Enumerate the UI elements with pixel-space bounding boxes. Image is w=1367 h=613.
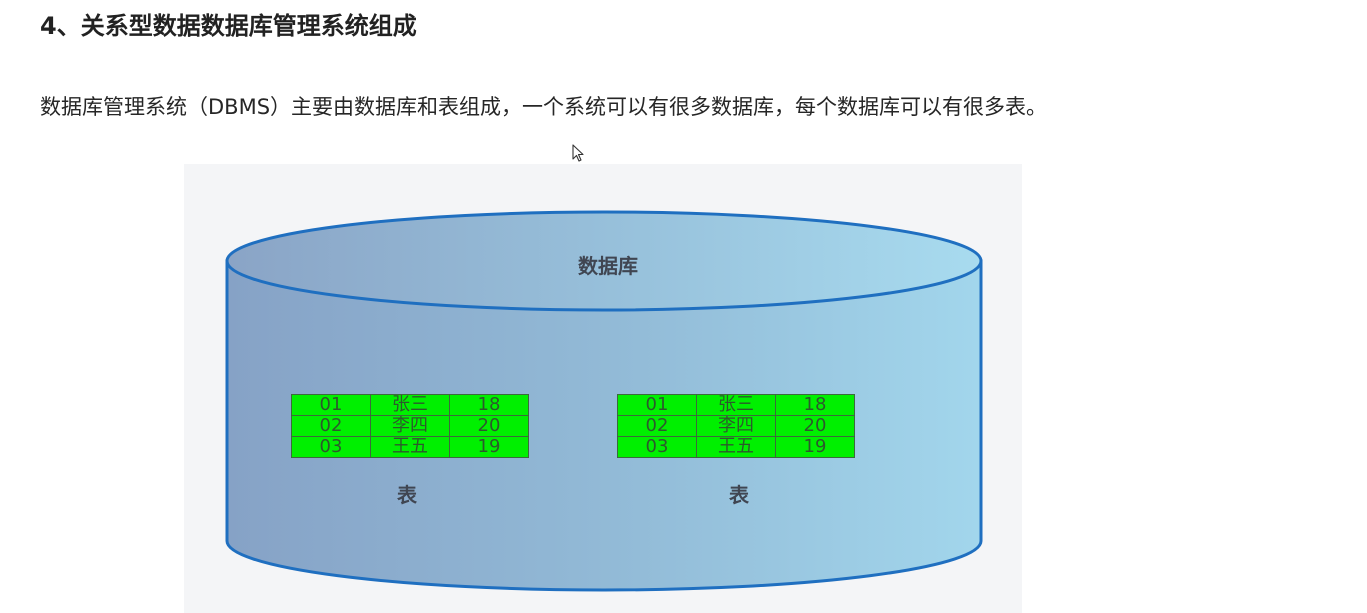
- table-row: 03 王五 19: [291, 436, 529, 458]
- table-cell: 李四: [370, 415, 450, 437]
- table-cell: 张三: [370, 394, 450, 416]
- table-cell: 03: [617, 436, 697, 458]
- cylinder-top: [225, 210, 983, 312]
- database-diagram: 数据库 01 张三 18 02 李四 20 03 王五 19 01 张三 18 …: [184, 164, 1022, 613]
- table-cell: 20: [449, 415, 529, 437]
- table-cell: 张三: [696, 394, 776, 416]
- database-label: 数据库: [578, 254, 638, 278]
- data-table-1: 01 张三 18 02 李四 20 03 王五 19: [291, 394, 529, 458]
- table-row: 01 张三 18: [617, 394, 855, 416]
- table-row: 02 李四 20: [291, 415, 529, 437]
- data-table-2: 01 张三 18 02 李四 20 03 王五 19: [617, 394, 855, 458]
- table-cell: 王五: [696, 436, 776, 458]
- table-cell: 03: [291, 436, 371, 458]
- intro-paragraph: 数据库管理系统（DBMS）主要由数据库和表组成，一个系统可以有很多数据库，每个数…: [40, 95, 1048, 119]
- table-label-1: 表: [397, 483, 417, 507]
- table-row: 02 李四 20: [617, 415, 855, 437]
- table-row: 01 张三 18: [291, 394, 529, 416]
- cylinder-body: [225, 259, 983, 592]
- table-cell: 18: [449, 394, 529, 416]
- section-heading: 4、关系型数据数据库管理系统组成: [40, 12, 417, 40]
- table-cell: 01: [291, 394, 371, 416]
- table-cell: 18: [775, 394, 855, 416]
- table-label-2: 表: [729, 483, 749, 507]
- table-cell: 19: [775, 436, 855, 458]
- table-cell: 王五: [370, 436, 450, 458]
- database-cylinder: [225, 210, 983, 592]
- table-cell: 19: [449, 436, 529, 458]
- table-cell: 02: [617, 415, 697, 437]
- table-row: 03 王五 19: [617, 436, 855, 458]
- table-cell: 02: [291, 415, 371, 437]
- table-cell: 李四: [696, 415, 776, 437]
- mouse-cursor-icon: [572, 144, 584, 162]
- table-cell: 01: [617, 394, 697, 416]
- table-cell: 20: [775, 415, 855, 437]
